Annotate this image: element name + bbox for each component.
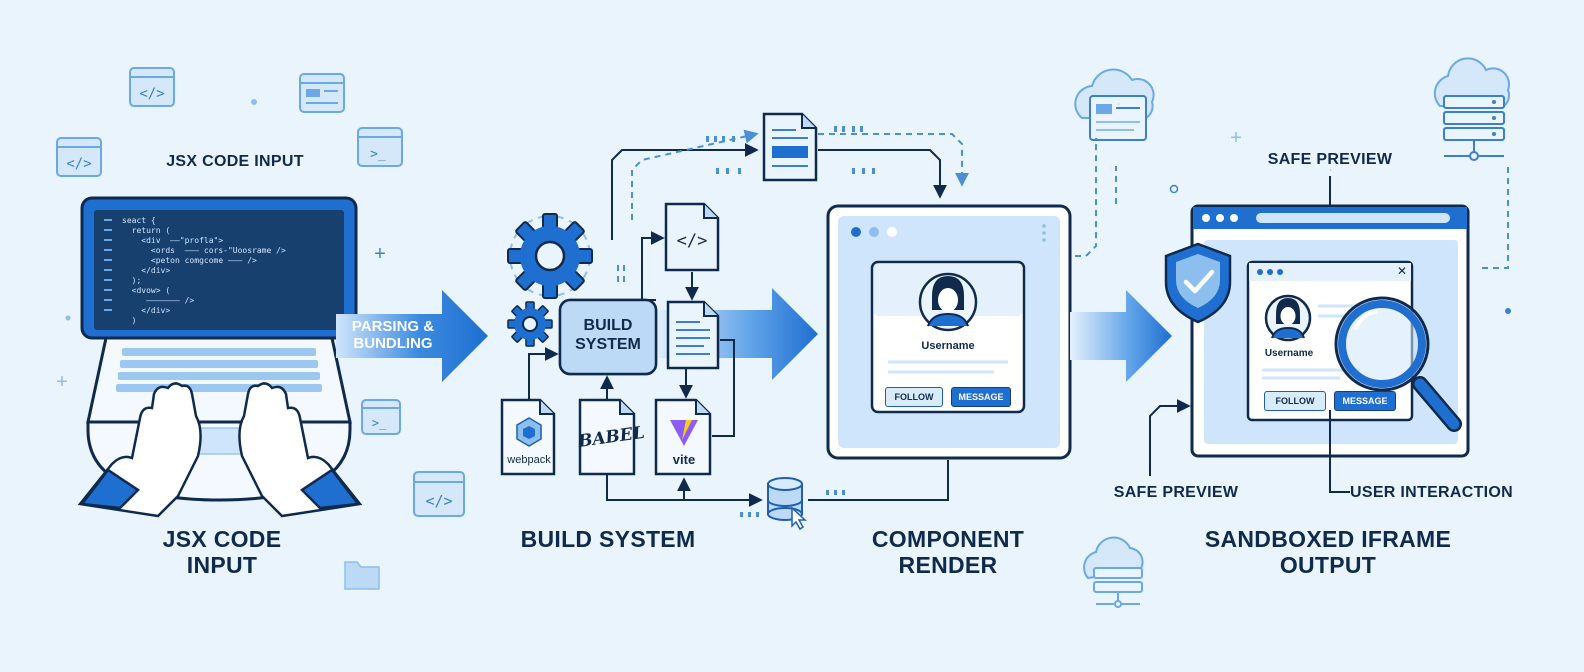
code-window-icon: </>	[129, 67, 175, 107]
code-line: seact {	[122, 216, 156, 225]
code-line: return (	[122, 226, 171, 235]
code-file-icon: </>	[664, 202, 720, 272]
gear-icon	[507, 213, 593, 299]
vite-logo-icon	[670, 420, 698, 446]
code-window-icon: </>	[56, 137, 102, 177]
avatar	[1264, 294, 1312, 342]
sandbox-close-icon[interactable]: ✕	[1396, 264, 1408, 278]
build-system-box-label: BUILD SYSTEM	[575, 317, 641, 353]
code-line: ——————— />	[122, 296, 195, 305]
cursor-icon	[791, 506, 807, 531]
folder-icon	[344, 561, 380, 590]
build-connectors	[528, 143, 949, 507]
stage-label-sandboxed-output: SANDBOXED IFRAME OUTPUT	[1204, 526, 1452, 578]
terminal-window-icon: >_	[357, 127, 403, 167]
code-editor: seact { return ( <div ——"profla"> <ords …	[122, 216, 342, 326]
magnifier-icon	[1334, 296, 1462, 432]
document-file-icon	[666, 300, 720, 370]
code-line: )	[122, 316, 137, 325]
label-safe-preview-side: SAFE PREVIEW	[1113, 484, 1239, 501]
cloud-icon	[1074, 68, 1155, 141]
svg-text:>_: >_	[370, 147, 386, 162]
code-line: </div>	[122, 266, 171, 275]
render-message-button[interactable]: MESSAGE	[951, 387, 1011, 407]
parsing-bundling-arrow	[336, 290, 488, 382]
sandbox-username: Username	[1264, 348, 1314, 359]
label-jsx-input-top: JSX CODE INPUT	[166, 153, 304, 170]
sandbox-message-button[interactable]: MESSAGE	[1334, 391, 1396, 411]
sparkle-icon: + + +	[56, 99, 1511, 393]
babel-file	[578, 398, 636, 476]
render-follow-button[interactable]: FOLLOW	[885, 387, 943, 407]
code-window-icon: </>	[413, 471, 465, 517]
webpage-window-icon	[299, 73, 345, 113]
svg-text:</>: </>	[677, 231, 708, 251]
code-gutter	[104, 219, 112, 311]
typing-hands	[77, 382, 363, 518]
vite-label: vite	[672, 452, 696, 467]
svg-text:</>: </>	[425, 492, 452, 510]
laptop-screen	[94, 210, 344, 330]
code-line: <dvow> (	[122, 286, 171, 295]
svg-text:</>: </>	[139, 86, 164, 102]
code-line: </div>	[122, 306, 171, 315]
profile-card	[870, 260, 1026, 414]
avatar	[918, 272, 978, 332]
code-line: <ords ——— cors-"Uoosrame />	[122, 246, 286, 255]
sandbox-follow-button[interactable]: FOLLOW	[1264, 391, 1326, 411]
svg-text:+: +	[56, 371, 68, 393]
vite-file	[654, 398, 712, 476]
callout-lines	[1149, 176, 1350, 493]
svg-text:+: +	[1230, 127, 1242, 149]
svg-text:>_: >_	[372, 416, 387, 430]
svg-text:</>: </>	[66, 156, 91, 172]
dash-marks	[706, 126, 875, 517]
stage-label-jsx-input: JSX CODE INPUT	[162, 526, 282, 578]
svg-text:+: +	[374, 243, 386, 265]
code-line: );	[122, 276, 142, 285]
webpack-file	[500, 398, 556, 476]
render-username: Username	[921, 340, 975, 352]
parsing-bundling-label: PARSING & BUNDLING	[351, 318, 435, 352]
webpack-label: webpack	[507, 454, 551, 466]
label-user-interaction: USER INTERACTION	[1350, 484, 1514, 501]
label-safe-preview-top: SAFE PREVIEW	[1267, 151, 1393, 168]
code-line: <div ——"profla">	[122, 236, 224, 245]
stage-label-build-system: BUILD SYSTEM	[520, 526, 696, 552]
small-gear-icon	[507, 301, 553, 347]
cloud-server-icon	[1083, 536, 1144, 608]
terminal-window-icon: >_	[361, 399, 401, 435]
cloud-server-icon	[1433, 57, 1511, 161]
webpack-logo-icon	[516, 417, 542, 447]
render-to-sandbox-arrow	[1070, 290, 1172, 382]
stage-label-component-render: COMPONENT RENDER	[871, 526, 1025, 578]
code-line: <peton comgcome ——— />	[122, 256, 257, 265]
webpage-document-icon	[762, 112, 818, 182]
shield-check-icon	[1164, 242, 1232, 324]
database-icon	[767, 477, 807, 531]
